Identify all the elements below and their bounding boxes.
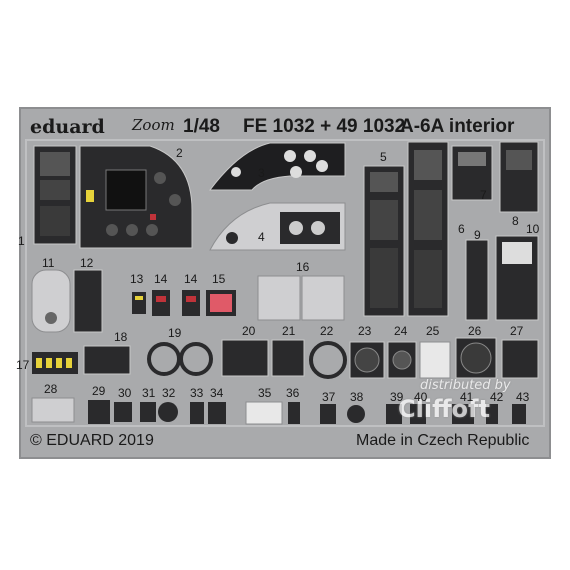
part-37-strip [320, 404, 336, 424]
part-number: 41 [460, 390, 474, 404]
part-number: 5 [380, 150, 387, 164]
part-number: 22 [320, 324, 334, 338]
part-number: 11 [42, 256, 55, 270]
scale-label: 1/48 [183, 116, 220, 137]
part-31-square [140, 402, 156, 422]
part-number: 1 [18, 234, 25, 248]
part-number: 39 [390, 390, 404, 404]
part-36-strip [288, 402, 300, 424]
part-25-panel [419, 341, 451, 379]
part-number: 14 [154, 272, 168, 286]
part-41-panel [452, 404, 474, 424]
part-16-frames [257, 275, 345, 321]
fret-inner-frame [25, 139, 545, 427]
part-33-strip [190, 402, 204, 424]
part-number: 43 [516, 390, 530, 404]
part-number: 21 [282, 324, 296, 338]
part-20-panel [221, 339, 269, 377]
part-number: 27 [510, 324, 524, 338]
part-35-panel [245, 401, 283, 425]
part-43-strip [512, 404, 526, 424]
part-number: 4 [258, 230, 265, 244]
part-number: 14 [184, 272, 198, 286]
zoom-logo-text: Zoom [132, 116, 175, 134]
part-number: 26 [468, 324, 482, 338]
part-number: 6 [458, 222, 465, 236]
part-8-panel [499, 141, 539, 213]
part-27-panel [501, 339, 539, 379]
part-number: 28 [44, 382, 58, 396]
part-2-main-console [79, 145, 193, 249]
part-32-gauge [158, 402, 178, 422]
part-number: 2 [176, 146, 183, 160]
part-number: 10 [526, 222, 540, 236]
part-6-tall-console [407, 141, 449, 317]
part-number: 23 [358, 324, 372, 338]
part-number: 30 [118, 386, 132, 400]
part-3-glare-panel [208, 142, 346, 191]
watermark-line-1: distributed by [420, 378, 511, 393]
part-number: 18 [114, 330, 128, 344]
part-number: 34 [210, 386, 224, 400]
part-28-panel [31, 397, 75, 423]
part-7-panel [451, 145, 493, 201]
part-19-rings [147, 342, 213, 376]
part-23-gauge [349, 341, 385, 379]
part-number: 29 [92, 384, 106, 398]
part-number: 38 [350, 390, 364, 404]
part-15-red-panel [206, 290, 236, 316]
part-number: 42 [490, 390, 504, 404]
part-30-square [114, 402, 132, 422]
part-12-panel [73, 269, 103, 333]
part-40-panel [410, 404, 426, 424]
origin-text: Made in Czech Republic [356, 432, 530, 449]
part-42-strip [486, 404, 498, 424]
part-number: 3 [258, 166, 265, 180]
part-number: 36 [286, 386, 300, 400]
part-24-gauge [387, 341, 417, 379]
part-18-panel [83, 345, 131, 375]
part-number: 13 [130, 272, 144, 286]
part-number: 17 [16, 358, 30, 372]
part-number: 19 [168, 326, 182, 340]
product-code: FE 1032 + 49 1032 [243, 116, 406, 137]
brand-logo-text: eduard [30, 116, 105, 138]
part-number: 20 [242, 324, 256, 338]
part-number: 15 [212, 272, 226, 286]
part-number: 12 [80, 256, 94, 270]
part-13-switches [132, 292, 146, 314]
part-26-gauge [455, 337, 497, 379]
part-21-panel [271, 339, 305, 377]
part-14-switches [152, 290, 200, 316]
part-number: 32 [162, 386, 176, 400]
part-9-strip [465, 239, 489, 321]
product-title: A-6A interior [400, 116, 515, 137]
part-number: 8 [512, 214, 519, 228]
part-5-tall-console [363, 165, 405, 317]
part-22-ring [309, 341, 347, 379]
part-4-side-panel [209, 202, 346, 251]
part-number: 31 [142, 386, 156, 400]
part-39-panel [386, 404, 402, 424]
part-11-oval-panel [31, 269, 71, 333]
part-number: 24 [394, 324, 408, 338]
part-34-strip [208, 402, 226, 424]
part-17-switch-row [32, 352, 78, 374]
part-number: 25 [426, 324, 440, 338]
part-38-gauge [347, 405, 365, 423]
part-number: 7 [480, 188, 487, 202]
part-number: 33 [190, 386, 204, 400]
watermark-line-2: Cliffoft [398, 395, 490, 423]
part-1-instrument-panel [33, 145, 77, 245]
part-number: 9 [474, 228, 481, 242]
part-number: 16 [296, 260, 310, 274]
copyright-text: © EDUARD 2019 [30, 432, 154, 449]
part-10-panel [495, 235, 539, 321]
part-number: 40 [414, 390, 428, 404]
part-number: 35 [258, 386, 272, 400]
part-number: 37 [322, 390, 336, 404]
part-29-panel [88, 400, 110, 424]
